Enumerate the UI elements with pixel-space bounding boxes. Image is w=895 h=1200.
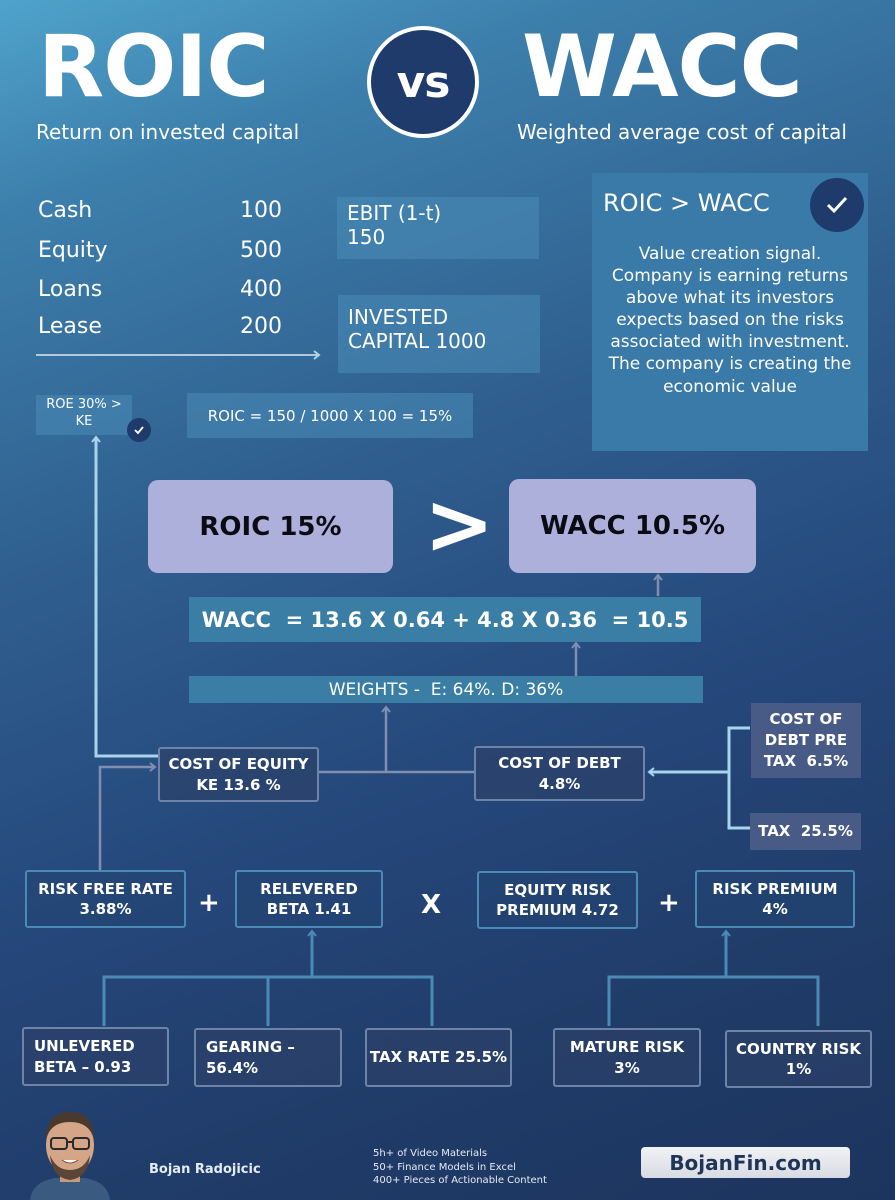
- cost-of-equity-value: KE 13.6 %: [196, 775, 281, 794]
- wacc-result-box: WACC 10.5%: [509, 479, 756, 573]
- mature-risk-label: MATURE RISK: [569, 1038, 685, 1057]
- ledger-label: Equity: [38, 238, 108, 263]
- roe-box: ROE 30% > KE: [36, 395, 132, 435]
- vs-label: vs: [396, 56, 451, 108]
- mature-risk-value: 3%: [614, 1058, 640, 1077]
- risk-free-rate-box: RISK FREE RATE 3.88%: [25, 870, 186, 928]
- erp-label: EQUITY RISK: [504, 880, 611, 899]
- roic-result: ROIC 15%: [199, 511, 342, 542]
- capital-ledger: Cash 100 Equity 500 Loans 400 Lease 200: [38, 198, 282, 351]
- ledger-value: 100: [240, 198, 282, 223]
- ebit-label: EBIT (1-t): [347, 201, 442, 225]
- invested-capital-line1: INVESTED: [348, 305, 449, 329]
- vs-badge: vs: [367, 26, 479, 138]
- risk-premium-box: RISK PREMIUM 4%: [695, 870, 855, 928]
- author-name: Bojan Radojicic: [149, 1162, 261, 1177]
- feature-item: 5h+ of Video Materials: [373, 1148, 488, 1159]
- roic-subtitle: Return on invested capital: [36, 120, 300, 144]
- weights-text: WEIGHTS - E: 64%. D: 36%: [328, 679, 564, 700]
- cost-of-equity-label: COST OF EQUITY: [168, 755, 309, 774]
- ledger-value: 500: [240, 238, 282, 263]
- wacc-title: WACC: [522, 17, 803, 117]
- roic-result-box: ROIC 15%: [148, 480, 393, 573]
- gearing-label: GEARING –: [206, 1038, 295, 1057]
- ledger-value: 400: [240, 277, 282, 302]
- wacc-formula: WACC = 13.6 X 0.64 + 4.8 X 0.36 = 10.5: [189, 597, 701, 642]
- risk-premium-value: 4%: [762, 900, 788, 918]
- feature-item: 50+ Finance Models in Excel: [373, 1161, 516, 1173]
- tax-box: TAX 25.5%: [750, 813, 861, 850]
- brand-link[interactable]: BojanFin.com: [641, 1147, 850, 1178]
- ledger-value: 200: [240, 314, 282, 339]
- erp-value: PREMIUM 4.72: [496, 901, 619, 919]
- roe-line2: KE: [75, 413, 93, 429]
- pre-tax-cost-of-debt-box: COST OF DEBT PRE TAX 6.5%: [751, 703, 861, 778]
- risk-premium-label: RISK PREMIUM: [712, 879, 838, 898]
- wacc-formula-text: WACC = 13.6 X 0.64 + 4.8 X 0.36 = 10.5: [201, 607, 689, 632]
- weights-bar: WEIGHTS - E: 64%. D: 36%: [189, 676, 703, 703]
- multiply-operator: X: [421, 890, 442, 920]
- country-risk-box: COUNTRY RISK 1%: [725, 1030, 872, 1088]
- invested-capital-box: INVESTED CAPITAL 1000: [338, 295, 540, 373]
- gearing-box: GEARING – 56.4%: [194, 1028, 342, 1087]
- country-risk-label: COUNTRY RISK: [735, 1039, 862, 1058]
- check-icon: [127, 418, 151, 442]
- value-signal-panel: ROIC > WACC Value creation signal. Compa…: [592, 173, 868, 451]
- risk-free-label: RISK FREE RATE: [38, 879, 173, 898]
- wacc-result: WACC 10.5%: [539, 511, 726, 541]
- ledger-label: Cash: [38, 198, 93, 223]
- unlevered-beta-label: UNLEVERED: [34, 1037, 135, 1056]
- ledger-row: Lease 200: [38, 314, 282, 351]
- cost-of-debt-label: COST OF DEBT: [498, 754, 621, 773]
- ebit-value: 150: [347, 225, 386, 249]
- pre-tax-line2: DEBT PRE: [764, 731, 848, 749]
- ledger-label: Loans: [38, 277, 103, 302]
- mature-risk-box: MATURE RISK 3%: [553, 1028, 701, 1087]
- feature-item: 400+ Pieces of Actionable Content: [373, 1175, 547, 1186]
- ebit-box: EBIT (1-t) 150: [337, 197, 539, 259]
- plus-operator: +: [658, 888, 680, 918]
- pre-tax-line1: COST OF: [769, 710, 843, 728]
- invested-capital-line2: CAPITAL 1000: [348, 329, 487, 353]
- beta-value: BETA 1.41: [266, 900, 352, 918]
- ledger-row: Cash 100: [38, 198, 282, 238]
- brand-label: BojanFin.com: [669, 1150, 822, 1175]
- unlevered-beta-box: UNLEVERED BETA – 0.93: [22, 1027, 169, 1086]
- check-icon: [810, 178, 864, 232]
- beta-label: RELEVERED: [260, 879, 358, 898]
- roe-line1: ROE 30% >: [46, 397, 122, 412]
- tax-value: TAX 25.5%: [758, 822, 853, 840]
- plus-operator: +: [198, 888, 220, 918]
- relevered-beta-box: RELEVERED BETA 1.41: [235, 870, 383, 928]
- roic-title: ROIC: [38, 17, 269, 117]
- ledger-row: Loans 400: [38, 277, 282, 314]
- roic-formula: ROIC = 150 / 1000 X 100 = 15%: [187, 393, 473, 438]
- signal-body: Value creation signal. Company is earnin…: [608, 244, 852, 397]
- risk-free-value: 3.88%: [79, 900, 132, 918]
- feature-list: 5h+ of Video Materials 50+ Finance Model…: [373, 1147, 547, 1188]
- cost-of-equity-box: COST OF EQUITY KE 13.6 %: [158, 747, 319, 802]
- author-photo: [20, 1100, 120, 1200]
- pre-tax-line3: TAX 6.5%: [763, 752, 849, 770]
- signal-title: ROIC > WACC: [603, 189, 770, 217]
- greater-than-sign: >: [424, 475, 495, 573]
- ledger-row: Equity 500: [38, 238, 282, 277]
- tax-rate-label: TAX RATE 25.5%: [369, 1048, 508, 1067]
- ledger-label: Lease: [38, 314, 102, 339]
- country-risk-value: 1%: [785, 1060, 812, 1078]
- unlevered-beta-value: BETA – 0.93: [34, 1057, 132, 1076]
- cost-of-debt-value: 4.8%: [538, 774, 581, 793]
- tax-rate-box: TAX RATE 25.5%: [365, 1028, 512, 1087]
- wacc-subtitle: Weighted average cost of capital: [517, 120, 847, 144]
- gearing-value: 56.4%: [206, 1058, 259, 1077]
- cost-of-debt-box: COST OF DEBT 4.8%: [474, 746, 645, 801]
- equity-risk-premium-box: EQUITY RISK PREMIUM 4.72: [477, 871, 638, 929]
